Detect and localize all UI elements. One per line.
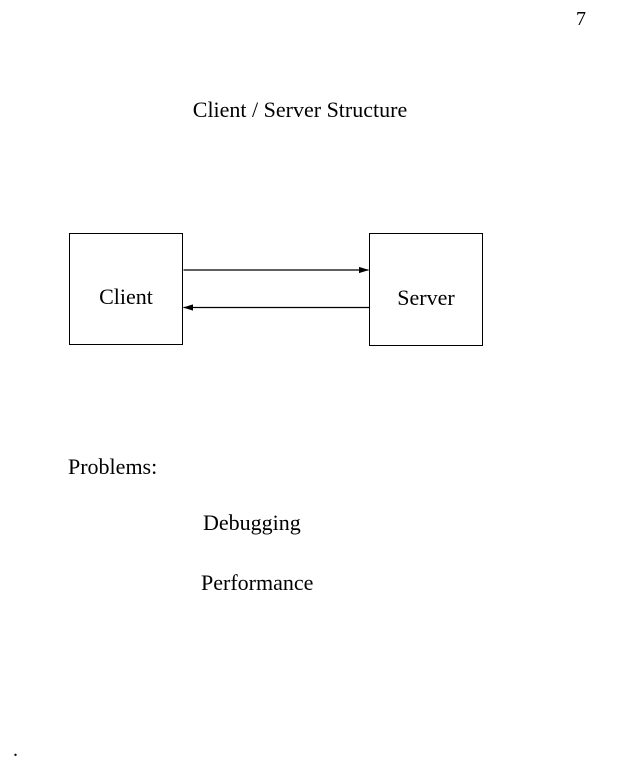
client-to-server-arrow <box>183 266 369 274</box>
client-box-label: Client <box>99 284 153 309</box>
client-box: Client <box>69 233 183 345</box>
footer-dot: . <box>13 739 18 761</box>
server-box: Server <box>369 233 483 346</box>
server-box-label: Server <box>397 284 455 310</box>
arrowhead-right-icon <box>359 266 369 274</box>
problem-item-debugging: Debugging <box>203 510 301 535</box>
page-number: 7 <box>576 8 586 30</box>
server-to-client-arrow <box>183 304 369 311</box>
arrowhead-left-icon <box>183 304 193 311</box>
problems-heading: Problems: <box>68 454 158 479</box>
problem-item-performance: Performance <box>201 570 314 595</box>
slide-title: Client / Server Structure <box>192 97 408 122</box>
